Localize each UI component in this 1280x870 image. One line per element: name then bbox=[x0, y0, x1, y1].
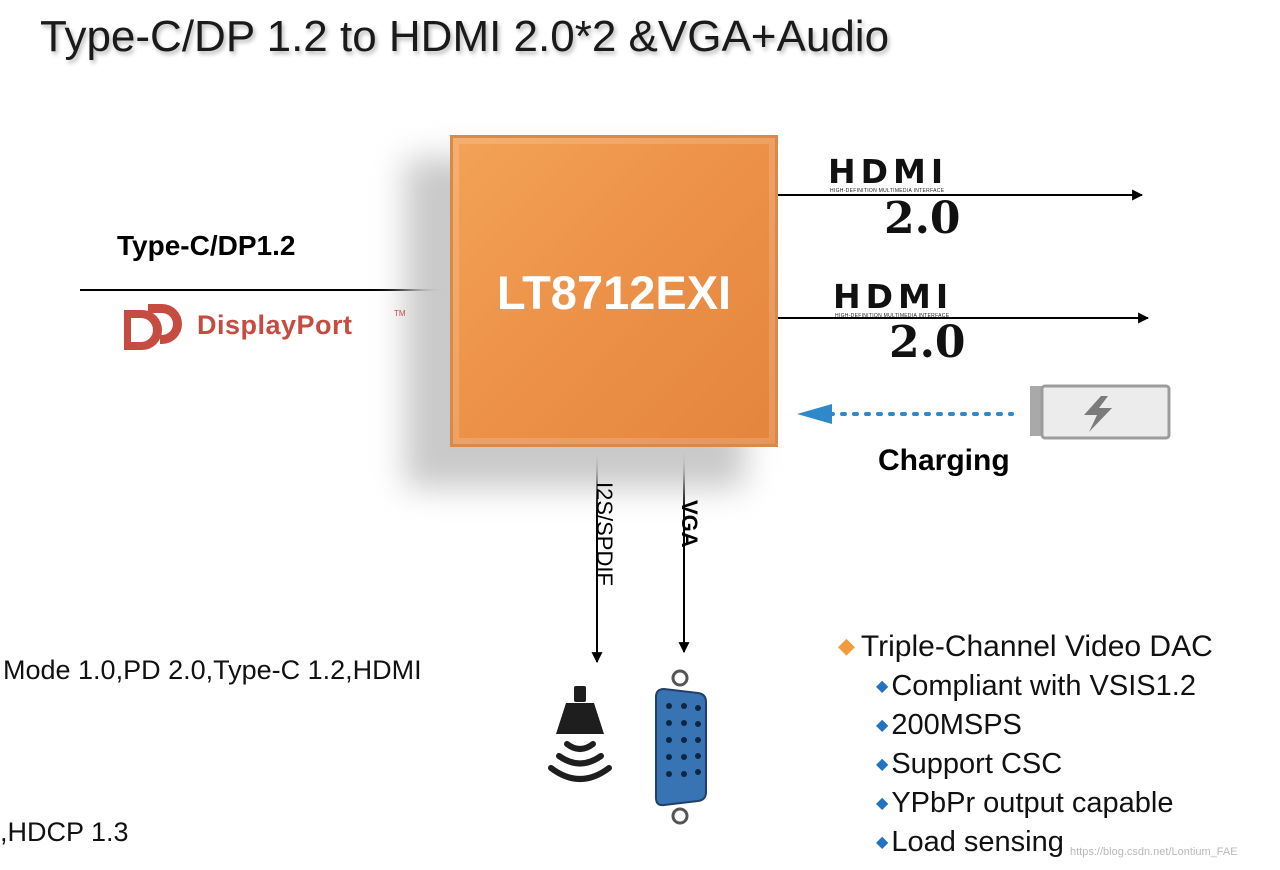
displayport-logo-icon bbox=[124, 304, 182, 350]
hdmi-logo-1: HDMI bbox=[828, 152, 949, 191]
chip-block bbox=[450, 135, 778, 447]
blue-diamond-bullet-icon: ◆ bbox=[876, 678, 889, 695]
audio-output-label: I2S/SPDIF bbox=[592, 482, 617, 586]
feature-fragment-2: ,HDCP 1.3 bbox=[0, 817, 129, 847]
blue-diamond-bullet-icon: ◆ bbox=[876, 795, 889, 812]
hdmi-version-2: 2.0 bbox=[889, 317, 966, 368]
vga-output-label: VGA bbox=[677, 500, 702, 548]
vga-connector-icon bbox=[655, 669, 707, 825]
battery-charging-icon bbox=[1030, 384, 1171, 440]
orange-diamond-bullet-icon: ◆ bbox=[838, 633, 855, 658]
list-item: ◆Support CSC bbox=[876, 748, 1063, 780]
feature-fragment-1: Mode 1.0,PD 2.0,Type-C 1.2,HDMI bbox=[3, 655, 422, 685]
page-title: Type-C/DP 1.2 to HDMI 2.0*2 &VGA+Audio bbox=[40, 12, 890, 61]
dac-heading-text: Triple-Channel Video DAC bbox=[860, 630, 1213, 663]
input-label: Type-C/DP1.2 bbox=[117, 230, 296, 261]
displayport-brand-text: DisplayPort bbox=[197, 310, 353, 340]
dac-heading: ◆Triple-Channel Video DAC bbox=[838, 630, 1213, 664]
hdmi-tagline-1: HIGH-DEFINITION MULTIMEDIA INTERFACE bbox=[830, 188, 945, 194]
chip-name: LT8712EXI bbox=[496, 266, 732, 319]
charging-arrowhead bbox=[797, 404, 832, 424]
hdmi-logo-2: HDMI bbox=[833, 277, 954, 316]
list-item: ◆200MSPS bbox=[876, 709, 1022, 741]
watermark: https://blog.csdn.net/Lontium_FAE bbox=[1070, 846, 1238, 858]
hdmi-tagline-2: HIGH-DEFINITION MULTIMEDIA INTERFACE bbox=[835, 313, 950, 319]
speaker-icon bbox=[548, 686, 612, 782]
list-item: ◆Compliant with VSIS1.2 bbox=[876, 670, 1196, 702]
dac-feature-list: ◆Triple-Channel Video DAC ◆Compliant wit… bbox=[838, 630, 1213, 859]
charging-label: Charging bbox=[878, 444, 1010, 477]
blue-diamond-bullet-icon: ◆ bbox=[876, 717, 889, 734]
hdmi-version-1: 2.0 bbox=[884, 193, 961, 244]
list-item: ◆YPbPr output capable bbox=[876, 787, 1174, 819]
list-item: ◆Load sensing bbox=[876, 826, 1064, 858]
blue-diamond-bullet-icon: ◆ bbox=[876, 756, 889, 773]
displayport-tm-mark: TM bbox=[394, 309, 406, 318]
blue-diamond-bullet-icon: ◆ bbox=[876, 834, 889, 851]
